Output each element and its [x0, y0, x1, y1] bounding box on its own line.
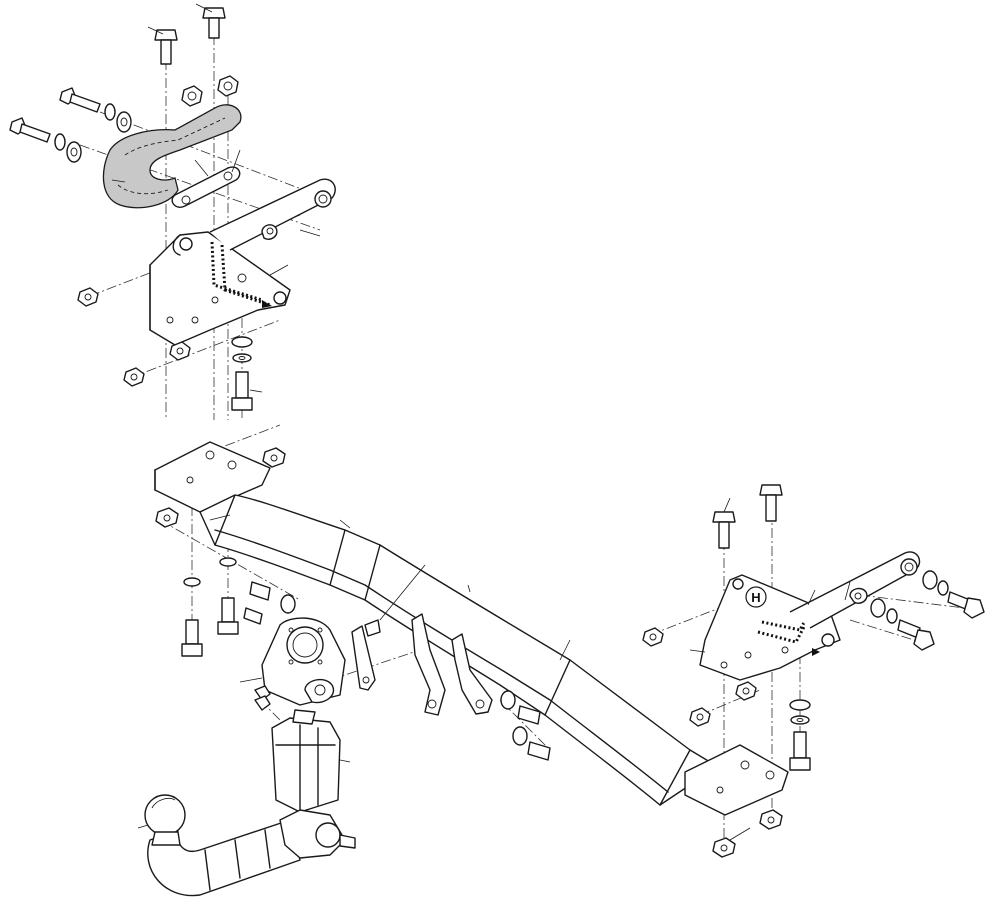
nut-left-1 [77, 287, 99, 307]
socket-housing [271, 709, 341, 813]
top-nut-1 [181, 85, 203, 107]
left-side-bracket [149, 178, 336, 346]
assembly-centerlines [79, 35, 981, 850]
top-bolt-2 [154, 29, 178, 65]
washer-stack-left [231, 336, 253, 411]
lower-left-fasteners [181, 557, 296, 657]
right-side-bolt-upper [922, 570, 985, 619]
release-knob [279, 809, 356, 859]
right-side-bolt-lower [870, 598, 935, 651]
right-side-bracket [699, 551, 921, 681]
shaded-mounting-plate [102, 104, 242, 209]
callout-h-label: H [751, 590, 760, 605]
nut-bottom-2 [759, 809, 783, 830]
nut-left-2 [123, 367, 145, 387]
nut-right-2 [689, 707, 711, 727]
nut-right-3 [735, 681, 757, 701]
right-top-bolt-1 [759, 484, 783, 522]
callout-h: H [745, 586, 767, 608]
nut-flange-2 [155, 507, 179, 528]
nut-left-3 [169, 341, 191, 361]
main-cross-beam [154, 441, 789, 816]
socket-mounting-plate [254, 617, 346, 711]
nut-flange-1 [262, 447, 286, 468]
side-bolt-upper [59, 87, 132, 133]
tow-ball-neck [144, 794, 301, 897]
washer-stack-right [789, 699, 811, 771]
side-bolt-lower [9, 117, 82, 163]
top-bolt-1 [202, 7, 226, 39]
hanger-bracket-3 [451, 633, 493, 715]
hanger-bracket-2 [411, 613, 446, 716]
mid-fasteners [500, 690, 551, 761]
nut-bottom-1 [712, 837, 736, 858]
nut-right-1 [642, 627, 664, 647]
leader-lines [111, 3, 851, 841]
hanger-bracket-1 [351, 619, 381, 691]
top-nut-2 [217, 75, 239, 97]
right-top-bolt-2 [712, 511, 736, 549]
